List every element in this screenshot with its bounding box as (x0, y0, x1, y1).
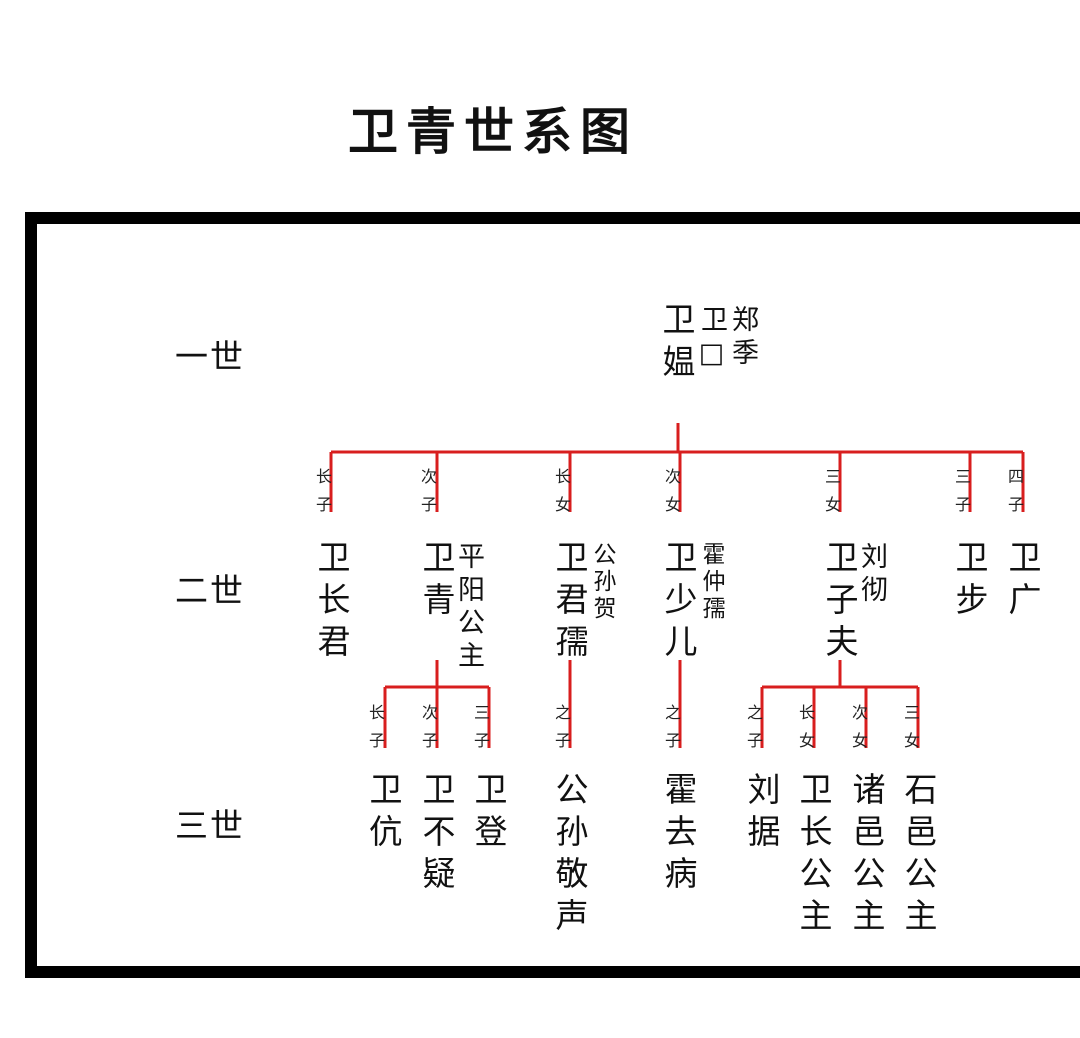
person-name: 卫步 (950, 540, 989, 624)
birth-order-label: 长女 (796, 704, 815, 760)
birth-order-label: 长子 (366, 704, 385, 760)
birth-order-label: 三女 (822, 468, 841, 524)
birth-order-label: 次女 (662, 468, 681, 524)
person-mother: 卫媪 (657, 302, 696, 386)
birth-order-label: 之子 (744, 704, 763, 760)
person-spouse: 卫□ (696, 305, 727, 375)
person-spouse: 郑季 (727, 305, 758, 371)
person-spouse: 平阳公主 (453, 542, 484, 674)
birth-order-label: 之子 (552, 704, 571, 760)
person-name: 卫少儿 (659, 540, 698, 666)
person-spouse: 刘彻 (856, 542, 887, 608)
person-spouse: 公孙贺 (589, 542, 615, 623)
person-name: 石邑公主 (899, 772, 938, 940)
birth-order-label: 四子 (1005, 468, 1024, 524)
person-name: 刘据 (742, 772, 781, 856)
person-name: 卫长君 (312, 540, 351, 666)
generation-label: 一世 (175, 337, 245, 376)
generation-label: 二世 (175, 571, 245, 610)
person-name: 公孙敬声 (550, 772, 589, 940)
person-name: 卫登 (469, 772, 508, 856)
birth-order-label: 之子 (662, 704, 681, 760)
generation-label: 三世 (175, 806, 245, 845)
person-name: 卫广 (1003, 540, 1042, 624)
birth-order-label: 次子 (419, 704, 438, 760)
birth-order-label: 长子 (313, 468, 332, 524)
person-name: 卫青 (417, 540, 456, 624)
person-name: 卫君孺 (550, 540, 589, 666)
birth-order-label: 三子 (471, 704, 490, 760)
person-name: 诸邑公主 (847, 772, 886, 940)
birth-order-label: 次子 (418, 468, 437, 524)
person-name: 卫长公主 (794, 772, 833, 940)
birth-order-label: 三女 (901, 704, 920, 760)
person-name: 霍去病 (659, 772, 698, 898)
person-spouse: 霍仲孺 (698, 542, 724, 623)
diagram-frame (25, 212, 1080, 978)
person-name: 卫子夫 (820, 540, 859, 666)
birth-order-label: 次女 (849, 704, 868, 760)
birth-order-label: 三子 (952, 468, 971, 524)
person-name: 卫不疑 (417, 772, 456, 898)
birth-order-label: 长女 (552, 468, 571, 524)
diagram-title: 卫青世系图 (348, 102, 638, 161)
person-name: 卫伉 (364, 772, 403, 856)
